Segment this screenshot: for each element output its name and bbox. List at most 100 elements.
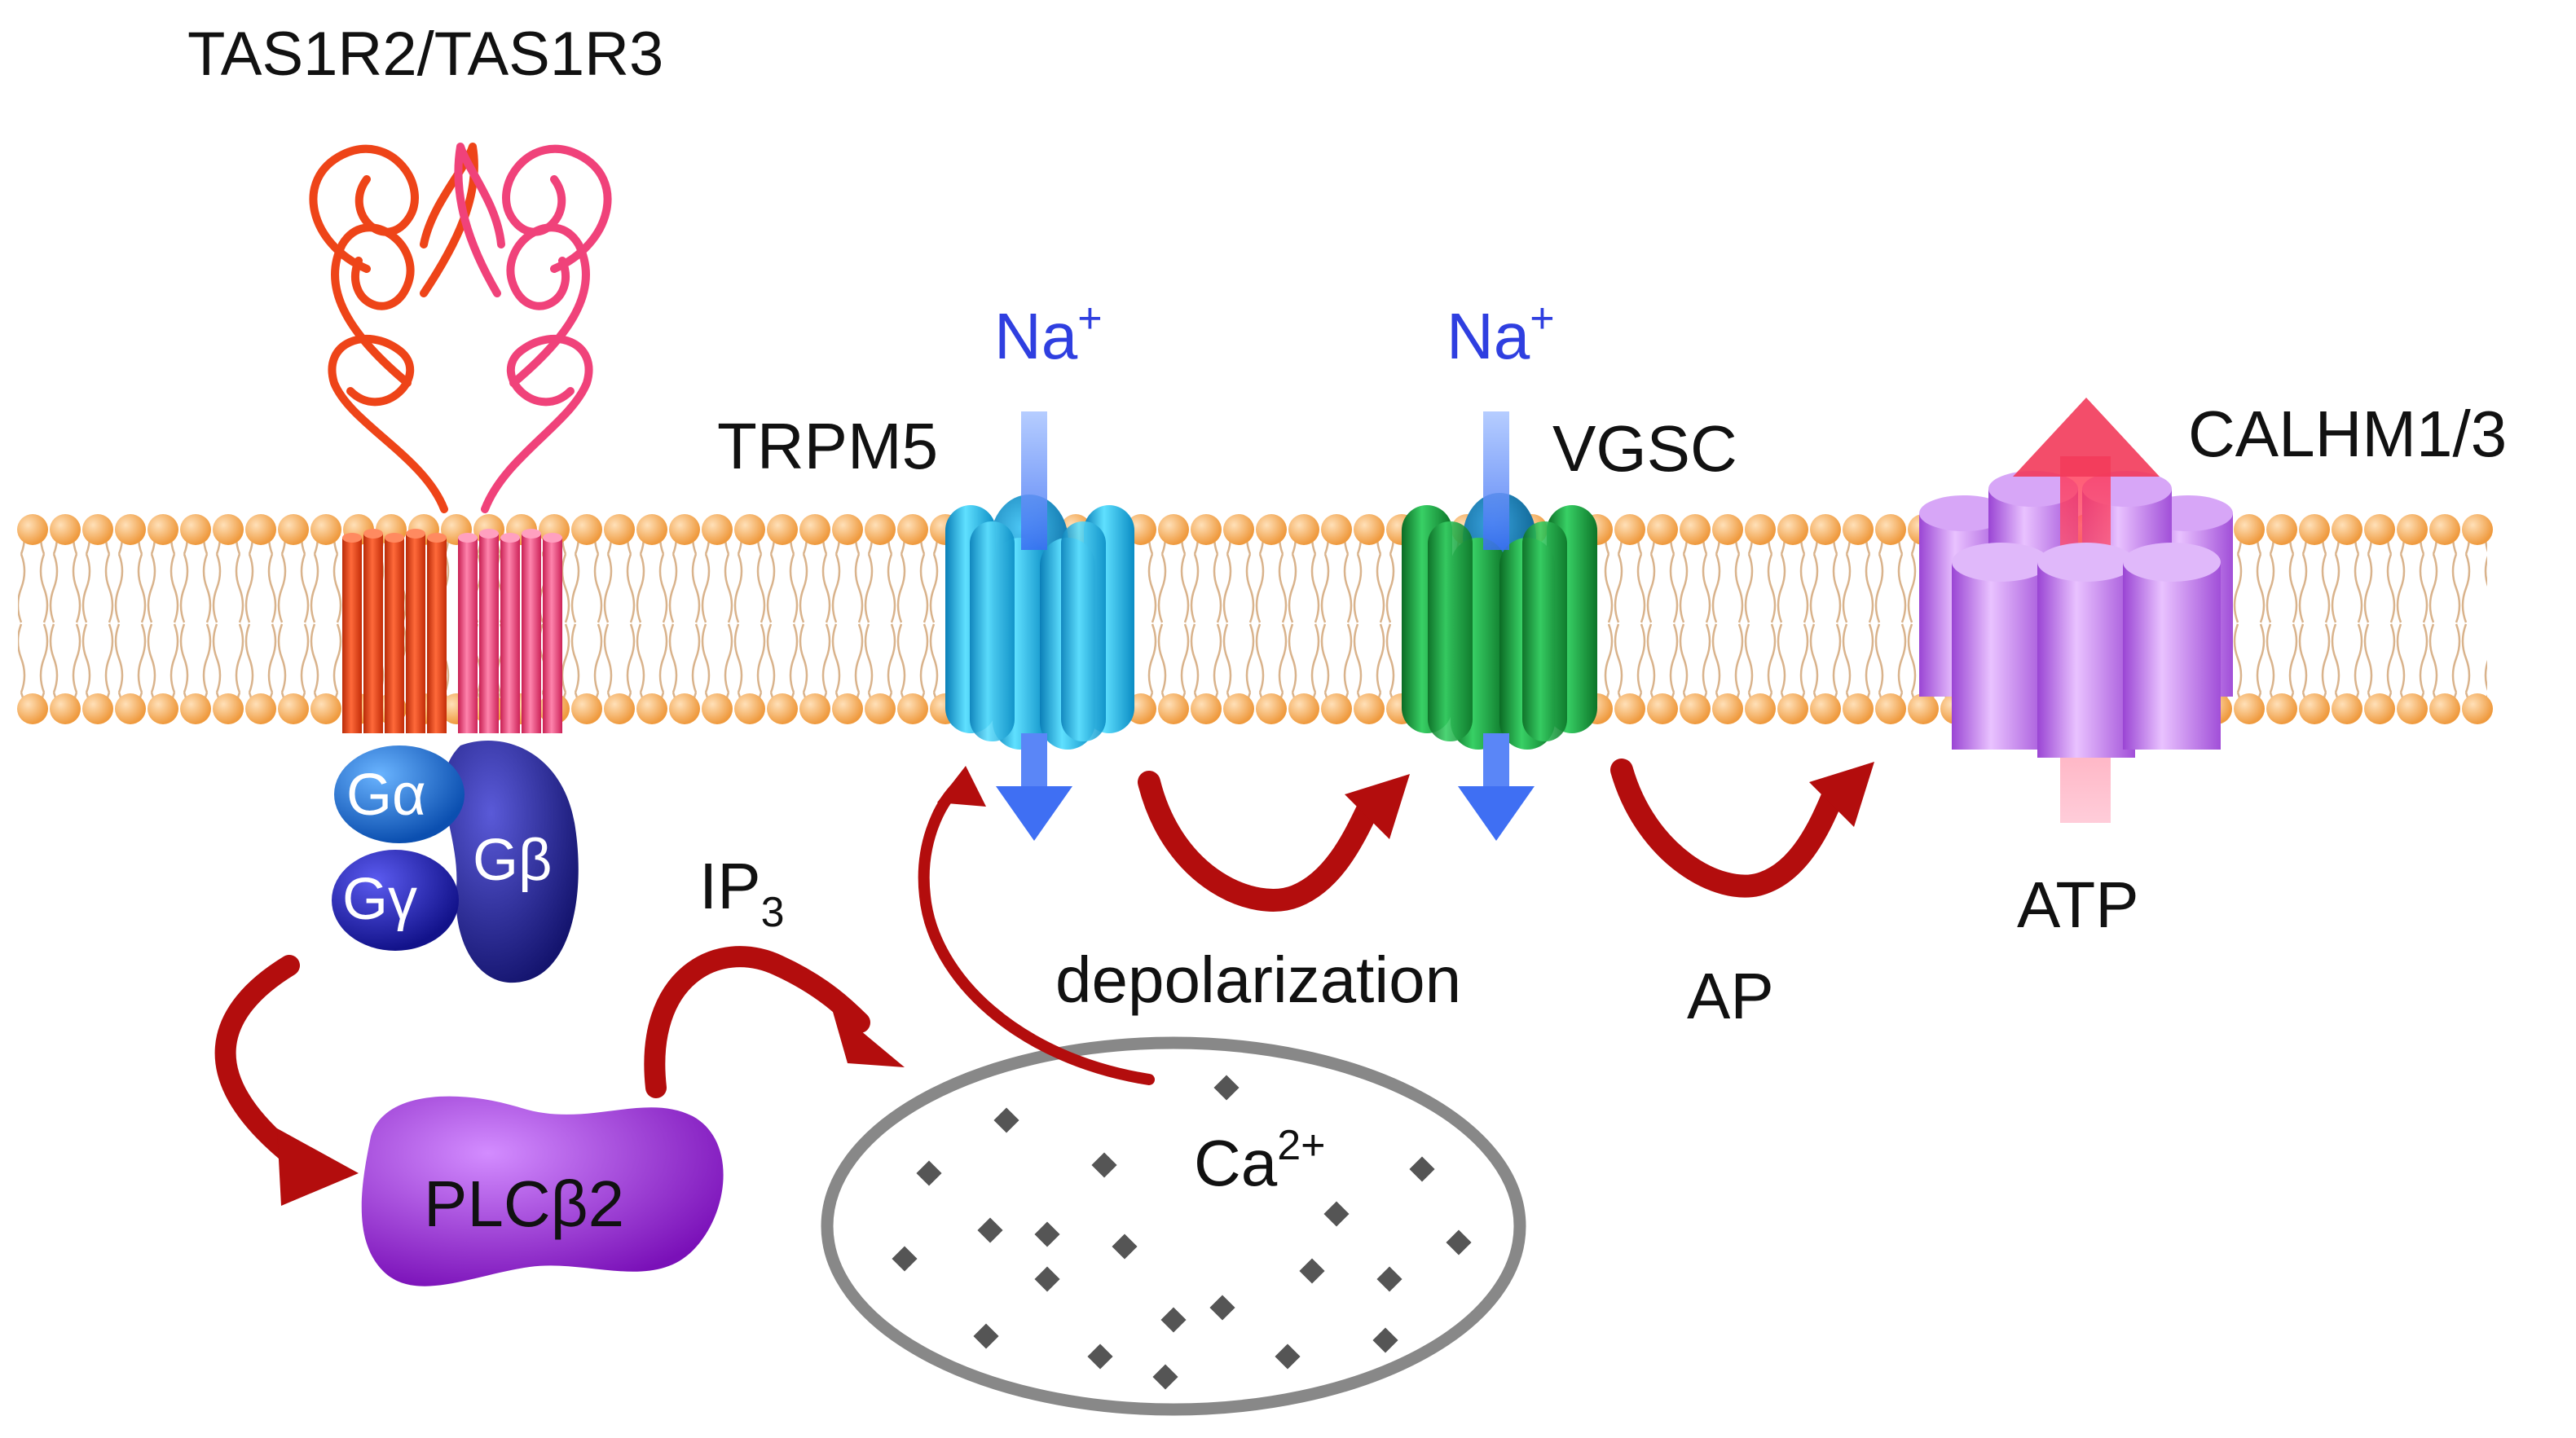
lipid-head (571, 693, 602, 724)
arrow-calcium-to-trpm5 (918, 781, 1155, 1085)
lipid-head (604, 693, 635, 724)
lipid-head (636, 514, 667, 545)
lipid-head (799, 514, 830, 545)
arrow-head-trpm5 (937, 766, 986, 807)
lipid-head (50, 693, 81, 724)
calcium-ion (1034, 1266, 1060, 1292)
lipid-head (1777, 514, 1808, 545)
depolarization-label: depolarization (1055, 943, 1461, 1016)
lipid-head (180, 693, 211, 724)
calhm-atp-arrow-head (2013, 398, 2160, 477)
lipid-head (865, 693, 896, 724)
calcium-ion (1446, 1229, 1472, 1256)
receptor-label: TAS1R2/TAS1R3 (187, 20, 663, 89)
lipid-head (2429, 514, 2460, 545)
lipid-head (1745, 514, 1776, 545)
lipid-head (2234, 693, 2265, 724)
g-protein-complex: Gα Gβ Gγ (332, 741, 579, 983)
lipid-head (767, 514, 798, 545)
calhm-channel (1919, 398, 2233, 823)
lipid-head (310, 693, 341, 724)
store-membrane (821, 1036, 1526, 1416)
calcium-ion (1209, 1295, 1235, 1321)
lipid-head (636, 693, 667, 724)
tas1r3-transmembrane-bundle (458, 529, 562, 733)
g-alpha-label: Gα (346, 763, 426, 828)
calcium-ion (1160, 1307, 1187, 1333)
lipid-head (1745, 693, 1776, 724)
tas1r2-transmembrane-bundle (342, 529, 447, 733)
lipid-head (799, 693, 830, 724)
calcium-store: Ca2+ (821, 1036, 1526, 1416)
lipid-head (148, 693, 178, 724)
lipid-head (865, 514, 896, 545)
calcium-ion (916, 1160, 942, 1186)
lipid-head (278, 693, 309, 724)
signal-arrows (214, 759, 1845, 1168)
calcium-label: Ca2+ (1194, 1122, 1326, 1199)
lipid-head (1875, 693, 1906, 724)
calcium-ion (1034, 1221, 1060, 1247)
vgsc-sodium-label: Na+ (1447, 295, 1555, 372)
lipid-head (1647, 514, 1678, 545)
trpm5-sodium-influx-arrow (996, 411, 1072, 841)
lipid-head (213, 693, 244, 724)
lipid-head (897, 514, 928, 545)
lipid-head (1810, 514, 1841, 545)
lipid-head (702, 693, 733, 724)
lipid-head (310, 514, 341, 545)
lipid-head (1680, 514, 1711, 545)
arrow-head-depolarization (1345, 774, 1410, 839)
lipid-head (1680, 693, 1711, 724)
lipid-head (2332, 693, 2362, 724)
trpm5-channel (945, 495, 1134, 750)
lipid-head (1810, 693, 1841, 724)
lipid-head (1191, 693, 1222, 724)
calcium-ion (1275, 1343, 1301, 1370)
plc-beta2-enzyme: PLCβ2 (361, 1096, 724, 1286)
lipid-head (1158, 514, 1189, 545)
lipid-head (2429, 693, 2460, 724)
lipid-head (1614, 693, 1645, 724)
arrow-g-protein-to-plc (214, 955, 304, 1168)
tas1r3-extracellular-domain (454, 143, 612, 513)
lipid-head (1191, 514, 1222, 545)
lipid-head (278, 514, 309, 545)
arrow-depolarization (1138, 771, 1380, 912)
calcium-ion (1323, 1201, 1350, 1227)
lipid-head (245, 514, 276, 545)
vgsc-label: VGSC (1552, 412, 1737, 485)
lipid-head (832, 514, 863, 545)
lipid-head (702, 514, 733, 545)
g-alpha-subunit (334, 745, 465, 843)
arrow-plc-to-ip3 (644, 946, 870, 1098)
lipid-head (148, 514, 178, 545)
atp-label: ATP (2017, 869, 2139, 941)
lipid-head (2299, 514, 2330, 545)
calcium-ion (1112, 1234, 1138, 1260)
lipid-head (2397, 693, 2428, 724)
plc-label: PLCβ2 (424, 1168, 624, 1240)
arrow-head-action-potential (1809, 762, 1874, 827)
trpm5-label: TRPM5 (717, 410, 938, 482)
arrow-head-ip3 (831, 1006, 905, 1067)
lipid-head (180, 514, 211, 545)
tas1r2-extracellular-domain (309, 143, 478, 513)
lipid-head (2364, 514, 2395, 545)
lipid-head (1321, 693, 1352, 724)
calcium-ion (1376, 1266, 1402, 1292)
lipid-head (17, 514, 48, 545)
calcium-ion (1087, 1343, 1113, 1370)
lipid-head (2299, 693, 2330, 724)
calhm-label: CALHM1/3 (2188, 398, 2507, 470)
g-gamma-subunit (332, 850, 459, 951)
lipid-head (604, 514, 635, 545)
lipid-head (115, 514, 146, 545)
calcium-ions (892, 1075, 1472, 1390)
calcium-ion (892, 1246, 918, 1272)
lipid-head (1354, 514, 1385, 545)
g-gamma-label: Gγ (342, 867, 417, 932)
lipid-head (669, 514, 700, 545)
vgsc-sodium-influx-arrow (1458, 411, 1535, 841)
